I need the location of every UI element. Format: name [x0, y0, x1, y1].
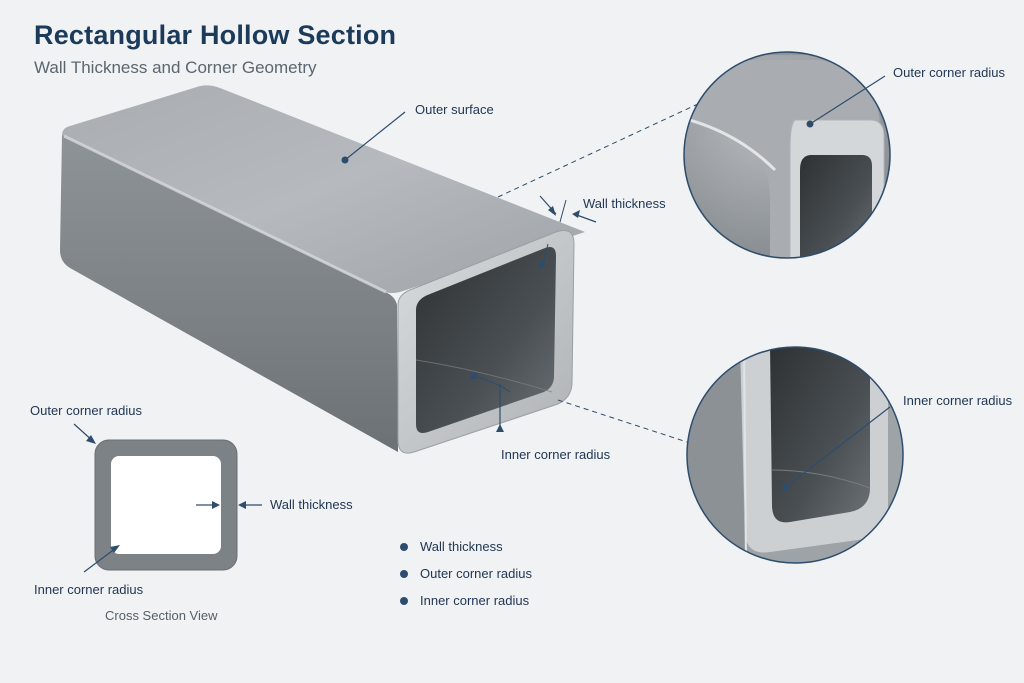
cross-section-outer-corner-label: Outer corner radius [30, 403, 142, 418]
detail-inner-corner-radius-label: Inner corner radius [903, 393, 1013, 408]
legend: Wall thickness Outer corner radius Inner… [400, 533, 532, 614]
page-title: Rectangular Hollow Section [34, 20, 397, 50]
legend-item: Inner corner radius [400, 587, 532, 614]
legend-bullet-icon [400, 596, 408, 605]
legend-item: Wall thickness [400, 533, 532, 560]
legend-item: Outer corner radius [400, 560, 532, 587]
legend-bullet-icon [400, 569, 408, 578]
connector-bottom-detail [557, 399, 691, 444]
outer-surface-label: Outer surface [415, 102, 494, 117]
inner-corner-radius-leader [470, 372, 511, 432]
tube-inner-opening [416, 247, 556, 433]
cross-section-wall-thickness-label: Wall thickness [270, 497, 353, 512]
inner-corner-radius-label: Inner corner radius [501, 447, 611, 462]
detail-outer-corner-radius-label: Outer corner radius [893, 65, 1005, 80]
legend-label: Outer corner radius [420, 566, 532, 581]
legend-bullet-icon [400, 542, 408, 551]
cross-section-inner-corner-label: Inner corner radius [34, 582, 144, 597]
cross-section-inner [111, 456, 221, 554]
page-subtitle: Wall Thickness and Corner Geometry [34, 58, 317, 77]
hollow-section-tube [60, 85, 585, 454]
legend-label: Inner corner radius [420, 593, 530, 608]
inner-corner-detail [686, 346, 904, 564]
tube-side-face [60, 135, 398, 452]
legend-label: Wall thickness [420, 539, 503, 554]
outer-corner-detail [683, 51, 891, 259]
cross-section-caption: Cross Section View [105, 608, 218, 623]
outer-surface-leader [341, 111, 406, 164]
wall-thickness-dimension [538, 195, 597, 270]
cross-section-view [73, 423, 262, 573]
connector-top-detail [497, 102, 701, 198]
wall-thickness-label: Wall thickness [583, 196, 666, 211]
tube-top-face [62, 85, 585, 293]
